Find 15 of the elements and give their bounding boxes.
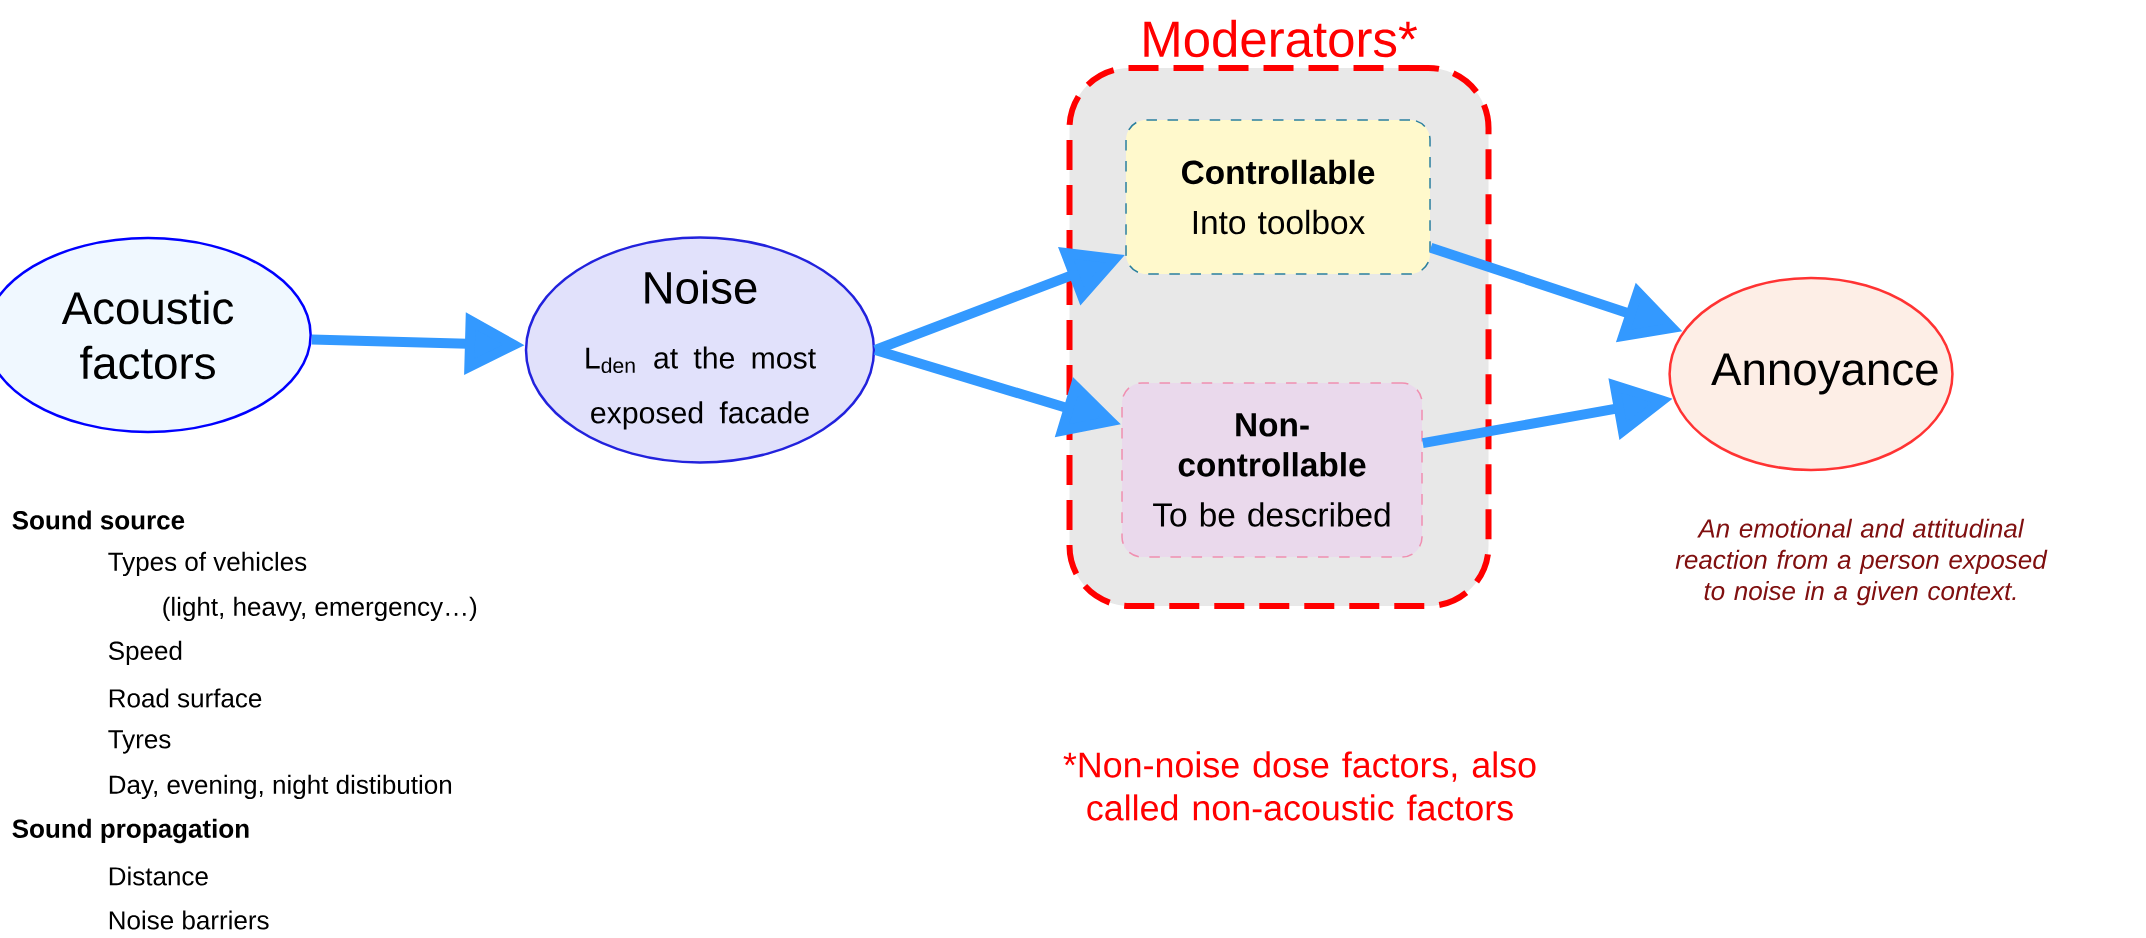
list-item: Day, evening, night distibution	[109, 774, 452, 800]
list-item: Types of vehicles	[108, 551, 307, 577]
list-heading: Sound propagation	[12, 818, 249, 844]
list-item: Speed	[108, 640, 182, 666]
moderator-box: Controllable Into toolbox	[1125, 119, 1431, 275]
list-heading: Sound source	[12, 510, 185, 530]
list-item: Noise barriers	[109, 910, 269, 930]
description-text: An emotional and attitudinal reaction from a person exposed to noise in a given context.	[1675, 518, 2048, 606]
list-item: Road surface	[109, 688, 262, 708]
list-item: (light, heavy, emergency…)	[163, 596, 477, 622]
footnote-text: *Non-noise dose factors, also called non-acoustic factors	[1063, 751, 1536, 821]
list-item: Tyres	[108, 730, 171, 754]
moderator-box: Non-controllable To be described	[1121, 382, 1423, 558]
node-label: Moderators*	[1144, 19, 1418, 58]
list-item: Distance	[109, 866, 208, 886]
